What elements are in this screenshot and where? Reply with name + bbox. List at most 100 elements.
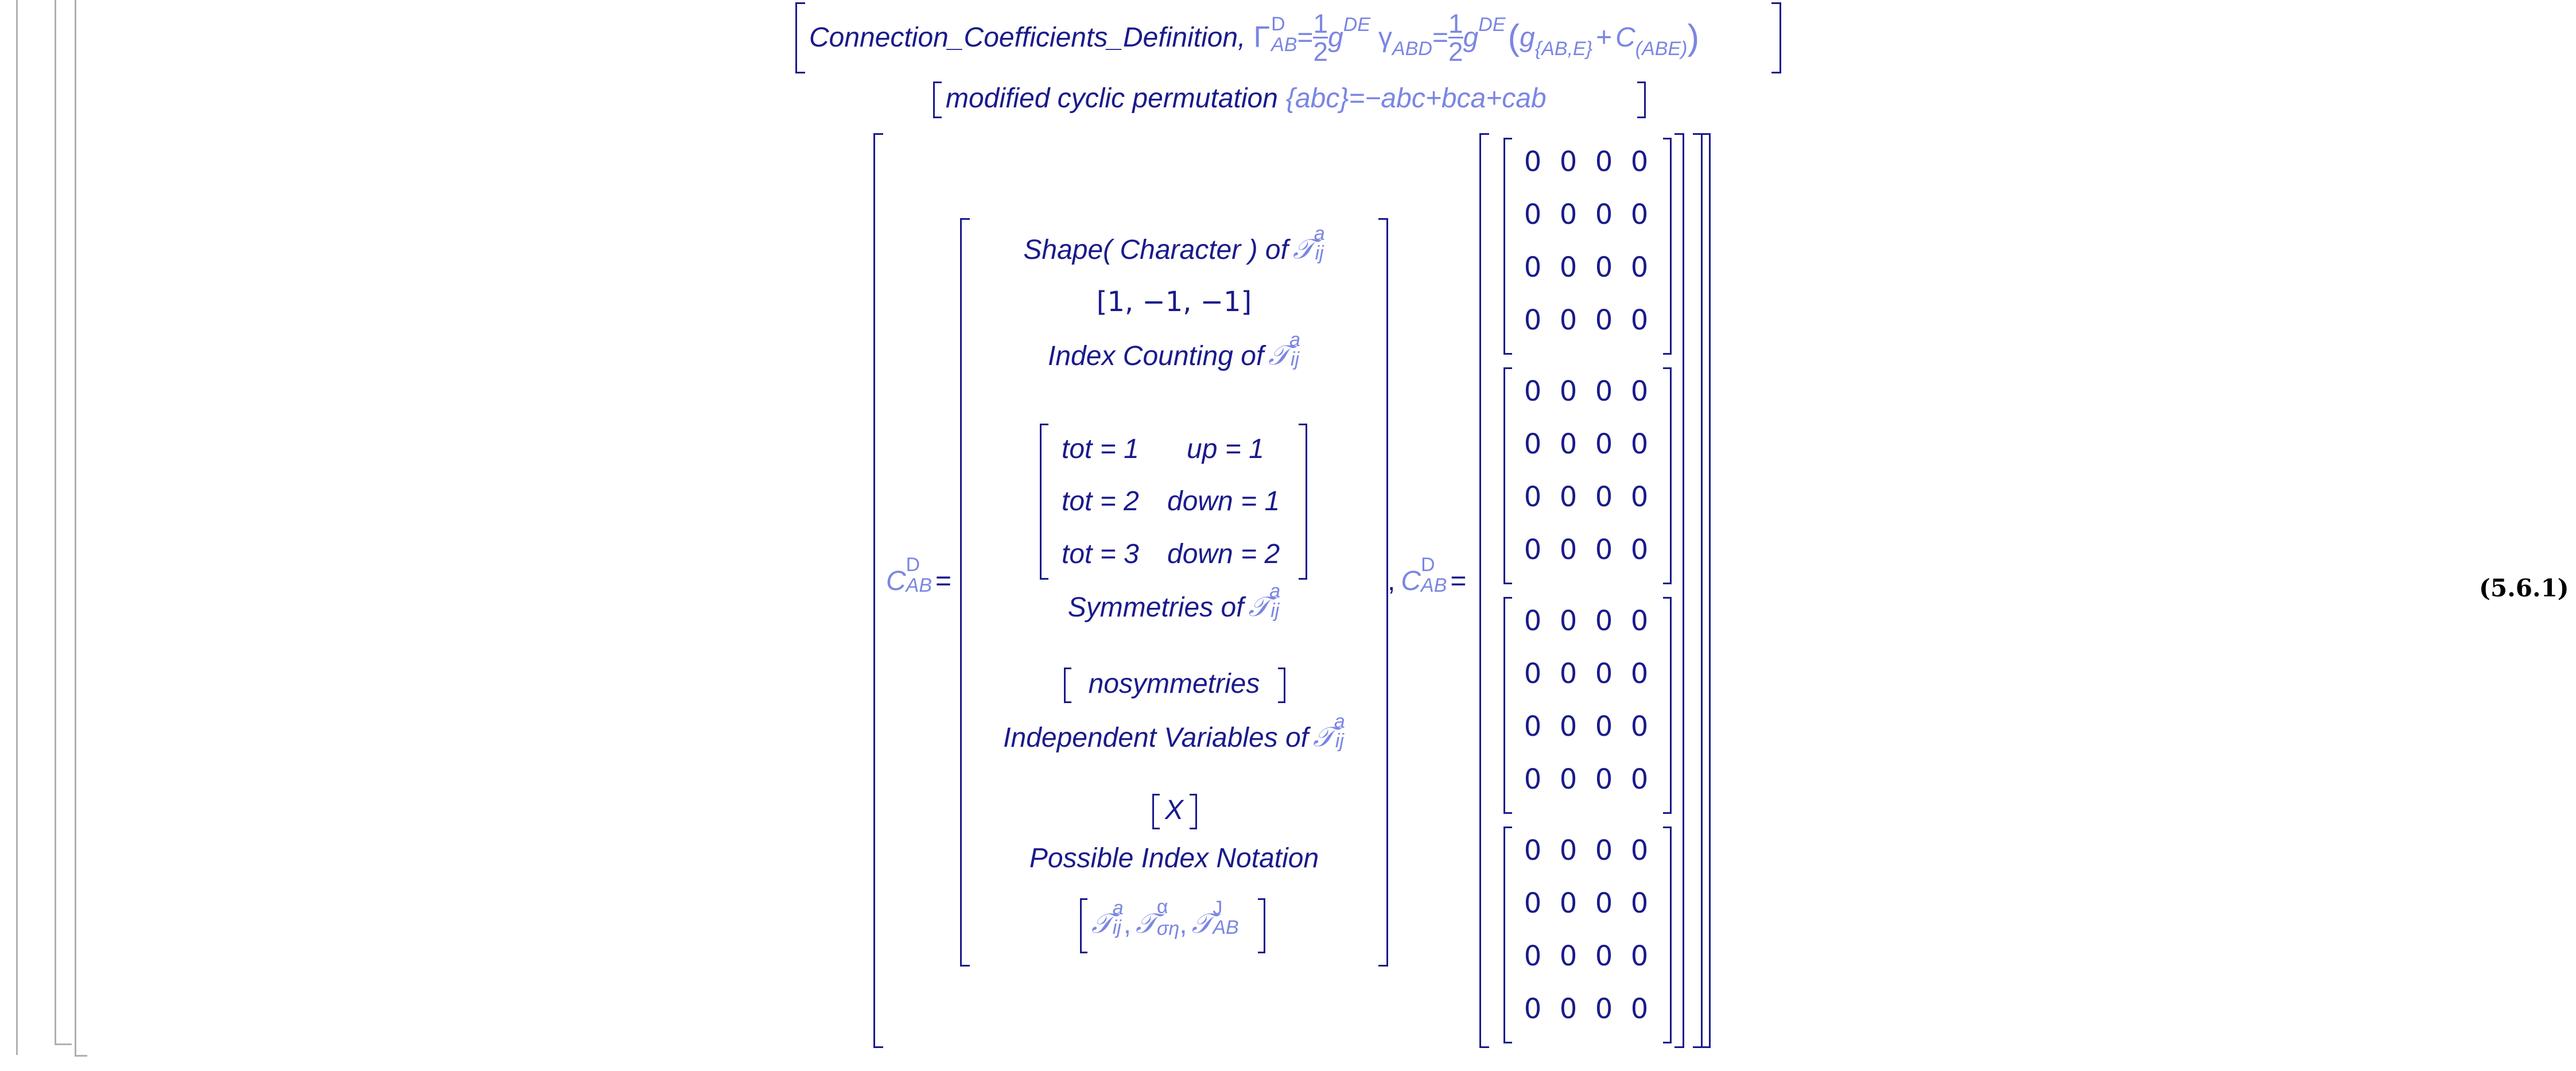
zero-cell: 0 — [1559, 534, 1578, 566]
zero-cell: 0 — [1630, 940, 1649, 972]
notation-t1-sup: a — [1112, 897, 1124, 919]
zero-cell: 0 — [1595, 481, 1613, 513]
outer-right-bracket-outer — [1701, 133, 1711, 1048]
line2-content: modified cyclic permutation {abc} =−abc+… — [946, 80, 1547, 116]
zero-cell: 0 — [1595, 304, 1613, 336]
zero-cell: 0 — [1595, 940, 1613, 972]
zero-cell: 0 — [1524, 146, 1542, 178]
zero-cell: 0 — [1595, 251, 1613, 284]
left-c: C — [886, 566, 906, 596]
group-bracket-inner[interactable] — [55, 0, 56, 1043]
info-right-bracket — [1378, 218, 1388, 967]
shape-tensor-sub: ij — [1315, 242, 1324, 264]
indep-tensor-sub: ij — [1335, 730, 1344, 752]
shape-tensor: 𝒯 — [1292, 234, 1314, 265]
index-row3-right: down = 2 — [1167, 539, 1280, 569]
notation-t3-sup: J — [1213, 897, 1223, 919]
left-c-sub: AB — [906, 574, 933, 596]
zero-cell: 0 — [1524, 658, 1542, 690]
zero-block-left-bracket — [1503, 597, 1512, 814]
notation-t3-sub: AB — [1213, 917, 1239, 938]
zero-cell: 0 — [1559, 605, 1578, 637]
symmetries-label: Symmetries of — [1067, 592, 1244, 623]
zero-cell: 0 — [1595, 711, 1613, 743]
g3-symbol: g — [1520, 22, 1535, 53]
zero-cell: 0 — [1559, 711, 1578, 743]
zero-cell: 0 — [1595, 199, 1613, 231]
zero-cell: 0 — [1630, 304, 1649, 336]
sym-tensor: 𝒯 — [1248, 592, 1270, 622]
notation-t2-sup: α — [1156, 896, 1168, 918]
notation-label: Possible Index Notation — [1029, 843, 1319, 874]
index-row2-left: tot = 2 — [1062, 486, 1139, 517]
gamma-small-sub: ABD — [1392, 37, 1432, 60]
notation-t1-sub: ij — [1112, 917, 1121, 938]
cyclic-set: {abc} — [1285, 83, 1349, 114]
zero-cell: 0 — [1524, 304, 1542, 336]
index-label: Index Counting of — [1048, 340, 1264, 371]
shape-value: [1, −1, −1] — [1096, 286, 1252, 318]
independent-row: Independent Variables of 𝒯 a ij — [970, 706, 1378, 769]
line1-left-bracket — [795, 2, 805, 73]
outer-right-bracket-inner — [1693, 133, 1703, 1048]
right-lhs: , C D AB = — [1388, 555, 1467, 597]
zero-cell: 0 — [1524, 763, 1542, 796]
zero-block-left-bracket — [1503, 367, 1512, 584]
right-c: C — [1401, 566, 1421, 596]
zero-cell: 0 — [1630, 835, 1649, 867]
notation-left-bracket — [1080, 898, 1087, 953]
zero-cell: 0 — [1630, 605, 1649, 637]
zero-cell: 0 — [1559, 763, 1578, 796]
right-eq: = — [1450, 566, 1467, 596]
zero-cell: 0 — [1524, 481, 1542, 513]
zero-cell: 0 — [1595, 993, 1613, 1025]
zero-cell: 0 — [1559, 993, 1578, 1025]
zero-cell: 0 — [1524, 993, 1542, 1025]
symmetries-row: Symmetries of 𝒯 a ij — [970, 579, 1378, 636]
zero-cell: 0 — [1595, 428, 1613, 460]
independent-label: Independent Variables of — [1003, 722, 1309, 753]
indep-left-bracket — [1152, 794, 1160, 829]
zero-cell: 0 — [1595, 835, 1613, 867]
c-sub: (ABE) — [1635, 37, 1688, 60]
notation-t2: 𝒯 — [1136, 909, 1157, 939]
index-row2-right: down = 1 — [1167, 486, 1280, 517]
zero-cell: 0 — [1524, 887, 1542, 919]
zero-cell: 0 — [1559, 428, 1578, 460]
paren-close: ) — [1687, 17, 1700, 57]
zero-block-right-bracket — [1663, 826, 1672, 1043]
frac1-den: 2 — [1313, 36, 1328, 67]
zero-cell: 0 — [1559, 887, 1578, 919]
line1-right-bracket — [1771, 2, 1781, 73]
zero-cell: 0 — [1524, 251, 1542, 284]
sym-tensor-sub: ij — [1270, 600, 1280, 622]
zero-cell: 0 — [1524, 534, 1542, 566]
group-bracket-outer[interactable] — [16, 0, 18, 1055]
c-symbol: C — [1615, 22, 1635, 53]
outer-left-bracket — [873, 133, 883, 1048]
zero-block-left-bracket — [1503, 826, 1512, 1043]
notation-comma1: , — [1123, 909, 1132, 940]
zero-cell: 0 — [1630, 251, 1649, 284]
zero-cell: 0 — [1524, 428, 1542, 460]
zero-cell: 0 — [1559, 658, 1578, 690]
left-lhs: C D AB = — [886, 555, 952, 597]
sym-tensor-sup: a — [1269, 580, 1281, 602]
frac1-num: 1 — [1313, 8, 1328, 38]
left-eq: = — [935, 566, 952, 596]
index-tensor: 𝒯 — [1268, 340, 1290, 371]
zero-cell: 0 — [1630, 711, 1649, 743]
g2-sup: DE — [1478, 13, 1506, 36]
cyclic-rhs: =−abc+bca+cab — [1349, 83, 1547, 114]
lhs-comma: , — [1388, 566, 1396, 596]
frac2-num: 1 — [1448, 8, 1463, 38]
independent-value: X — [1164, 795, 1183, 825]
index-row1-right: up = 1 — [1187, 434, 1264, 464]
zero-cell: 0 — [1559, 375, 1578, 408]
zero-cell: 0 — [1524, 199, 1542, 231]
equation-label: (5.6.1) — [2479, 574, 2569, 602]
symmetries-value: nosymmetries — [1088, 669, 1260, 699]
zero-cell: 0 — [1630, 887, 1649, 919]
zero-block-right-bracket — [1663, 138, 1672, 355]
zero-cell: 0 — [1630, 658, 1649, 690]
